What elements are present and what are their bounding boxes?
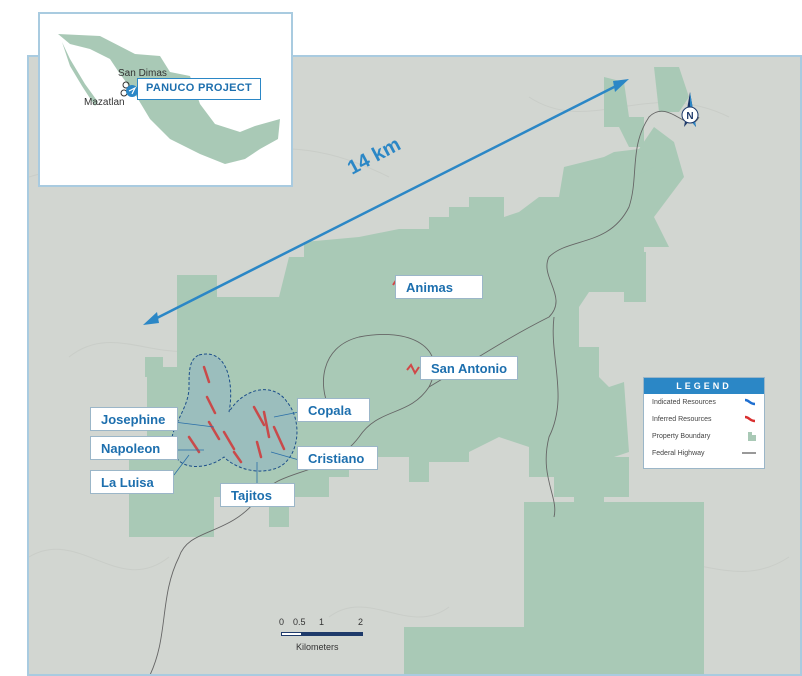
legend-item-highway: Federal Highway	[644, 445, 764, 462]
animas-label: Animas	[395, 275, 483, 299]
san-antonio-deposit-icon	[406, 363, 420, 375]
napoleon-label: Napoleon	[90, 436, 178, 460]
red-squiggle-icon	[744, 415, 756, 423]
cristiano-label: Cristiano	[297, 446, 378, 470]
scale-unit-label: Kilometers	[296, 642, 339, 652]
legend-item-label: Federal Highway	[652, 450, 705, 457]
san-antonio-label: San Antonio	[420, 356, 518, 380]
label-leaders	[173, 411, 300, 485]
tajitos-label: Tajitos	[220, 483, 295, 507]
legend-item-label: Property Boundary	[652, 433, 711, 440]
legend-item-property: Property Boundary	[644, 428, 764, 445]
scale-tick-0: 0	[279, 617, 285, 627]
scale-tick-2: 2	[358, 617, 364, 627]
north-arrow-icon: N	[681, 92, 699, 127]
scale-bar-segment	[301, 632, 321, 636]
legend-item-inferred: Inferred Resources	[644, 411, 764, 428]
federal-highway	[149, 110, 700, 674]
gray-line-icon	[742, 452, 756, 454]
scale-tick-1: 1	[319, 617, 325, 627]
legend-title: LEGEND	[644, 378, 764, 394]
copala-label: Copala	[297, 398, 370, 422]
mazatlan-label: Mazatlan	[84, 97, 125, 108]
scale-bar: 0 0.5 1 2 Kilometers	[279, 617, 369, 657]
la-luisa-label: La Luisa	[90, 470, 174, 494]
scale-bar-segment	[321, 632, 363, 636]
blue-squiggle-icon	[744, 398, 756, 406]
north-label: N	[686, 111, 693, 122]
san-dimas-label: San Dimas	[118, 68, 167, 79]
legend-item-indicated: Indicated Resources	[644, 394, 764, 411]
inferred-resources	[187, 365, 286, 464]
panuco-project-label: PANUCO PROJECT	[137, 78, 262, 100]
project-location-icon	[120, 81, 138, 97]
deposit-outline	[171, 353, 298, 472]
legend: LEGEND Indicated Resources Inferred Reso…	[643, 377, 765, 469]
legend-item-label: Inferred Resources	[652, 416, 712, 423]
scale-tick-0-5: 0.5	[293, 617, 306, 627]
legend-item-label: Indicated Resources	[652, 399, 716, 406]
green-polygon-icon	[748, 432, 756, 441]
josephine-label: Josephine	[90, 407, 178, 431]
distance-arrow	[143, 79, 629, 325]
